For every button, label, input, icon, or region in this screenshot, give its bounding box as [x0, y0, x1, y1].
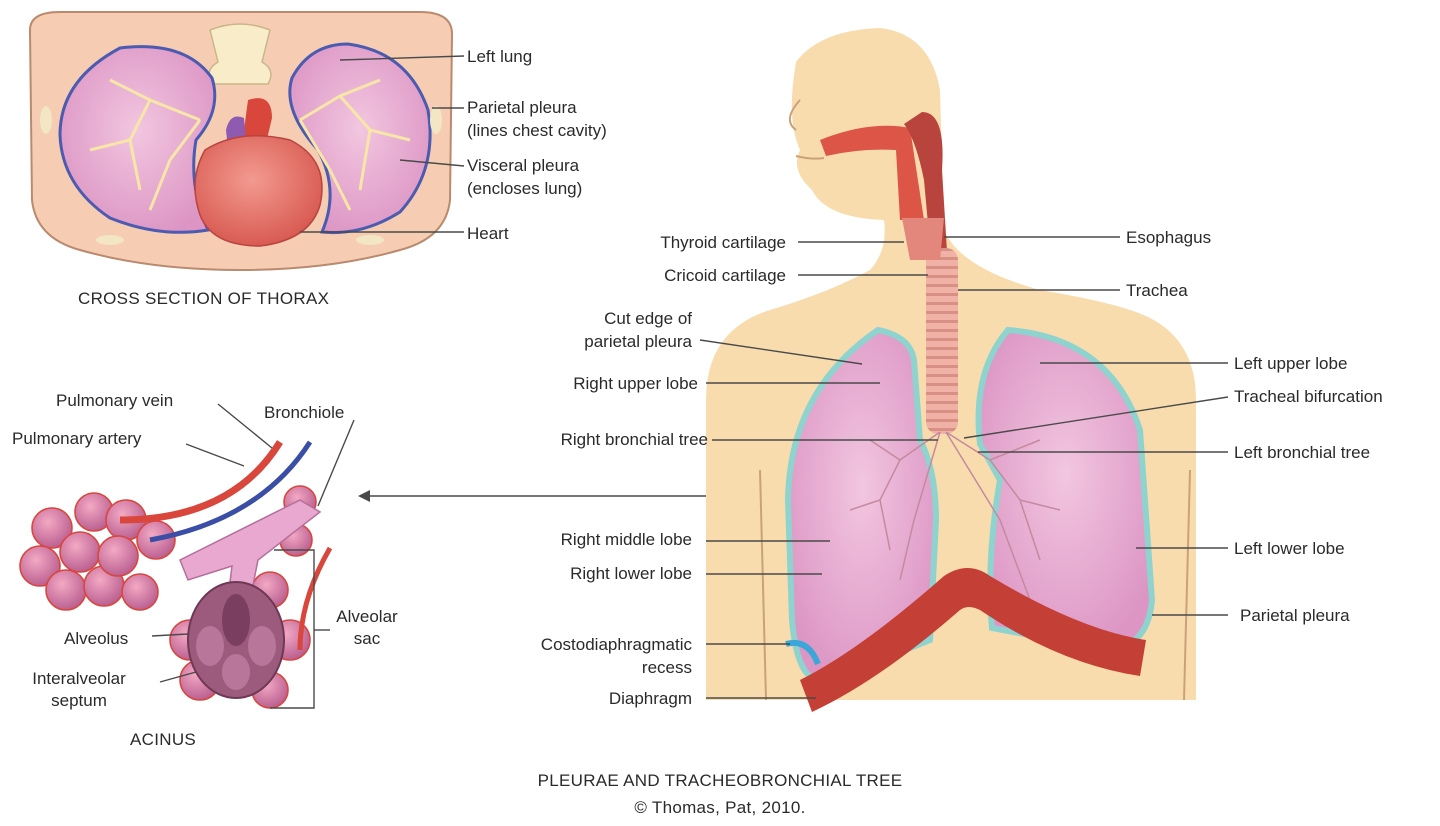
label-left-bronchial-tree: Left bronchial tree: [1234, 443, 1371, 462]
rib-sections: [40, 106, 442, 245]
spine-vertebra: [208, 23, 272, 85]
acinus-red-branch: [297, 546, 333, 651]
label-thyroid-cartilage: Thyroid cartilage: [660, 233, 786, 252]
label-left-upper-lobe: Left upper lobe: [1234, 354, 1348, 373]
label-interalveolar-line1: Interalveolar: [32, 669, 126, 688]
left-lung: [975, 326, 1156, 654]
heart-section: [194, 135, 323, 247]
acinus-illustration: [19, 403, 355, 709]
label-bronchiole: Bronchiole: [264, 403, 345, 422]
label-alveolar-sac-line2: sac: [353, 629, 381, 648]
label-pulmonary-vein: Pulmonary vein: [56, 391, 174, 410]
caption-acinus: ACINUS: [130, 730, 197, 749]
label-visceral-pleura-line1: Visceral pleura: [467, 156, 580, 175]
bronchial-branches: [849, 431, 1061, 601]
label-heart: Heart: [467, 224, 509, 243]
label-parietal-pleura-line2: (lines chest cavity): [467, 121, 607, 140]
diaphragm-muscle: [800, 568, 1146, 712]
label-costodiaphragmatic-line2: recess: [641, 658, 692, 677]
label-parietal-pleura-line1: Parietal pleura: [467, 98, 577, 117]
label-alveolus: Alveolus: [64, 629, 129, 648]
label-trachea: Trachea: [1126, 281, 1188, 300]
label-alveolar-sac-line1: Alveolar: [336, 607, 398, 626]
label-diaphragm: Diaphragm: [608, 689, 692, 708]
label-esophagus: Esophagus: [1126, 228, 1212, 247]
label-left-lung: Left lung: [467, 47, 533, 66]
caption-main: PLEURAE AND TRACHEOBRONCHIAL TREE: [537, 771, 903, 790]
label-cricoid-cartilage: Cricoid cartilage: [664, 266, 786, 285]
larynx: [902, 218, 944, 260]
trachea-tube: [926, 248, 958, 434]
mouth: [795, 155, 825, 160]
cross-section-leaders: [300, 55, 465, 233]
label-pulmonary-artery: Pulmonary artery: [12, 429, 142, 448]
cross-section-bronchi: [89, 78, 411, 211]
label-interalveolar-line2: septum: [51, 691, 107, 710]
label-right-lower-lobe: Right lower lobe: [570, 564, 692, 583]
main-left-leaders: [699, 241, 938, 699]
label-tracheal-bifurcation: Tracheal bifurcation: [1234, 387, 1383, 406]
label-visceral-pleura-line2: (encloses lung): [467, 179, 583, 198]
label-cut-edge-line2: parietal pleura: [584, 332, 692, 351]
label-right-upper-lobe: Right upper lobe: [573, 374, 698, 393]
label-parietal-pleura-main: Parietal pleura: [1240, 606, 1350, 625]
caption-cross-section: CROSS SECTION OF THORAX: [78, 289, 330, 308]
pulmonary-artery-vessel: [149, 440, 313, 543]
right-arm-edge: [759, 469, 767, 701]
label-right-middle-lobe: Right middle lobe: [560, 530, 692, 549]
main-right-leaders: [944, 236, 1229, 616]
left-arm-edge: [1183, 469, 1191, 701]
credit-line: © Thomas, Pat, 2010.: [634, 798, 806, 817]
label-right-bronchial-tree: Right bronchial tree: [560, 430, 708, 449]
pharynx: [820, 125, 924, 220]
torso-illustration: [699, 28, 1229, 712]
right-lung-section: [58, 45, 217, 234]
nose: [789, 99, 801, 131]
acinus-leaders: [151, 403, 355, 709]
label-left-lower-lobe: Left lower lobe: [1234, 539, 1345, 558]
alveolar-sac: [187, 581, 285, 699]
label-cut-edge-line1: Cut edge of: [604, 309, 692, 328]
label-costodiaphragmatic-line1: Costodiaphragmatic: [540, 635, 692, 654]
pulmonary-vein-vessel: [119, 440, 283, 524]
thorax-cross-section: [28, 11, 465, 272]
